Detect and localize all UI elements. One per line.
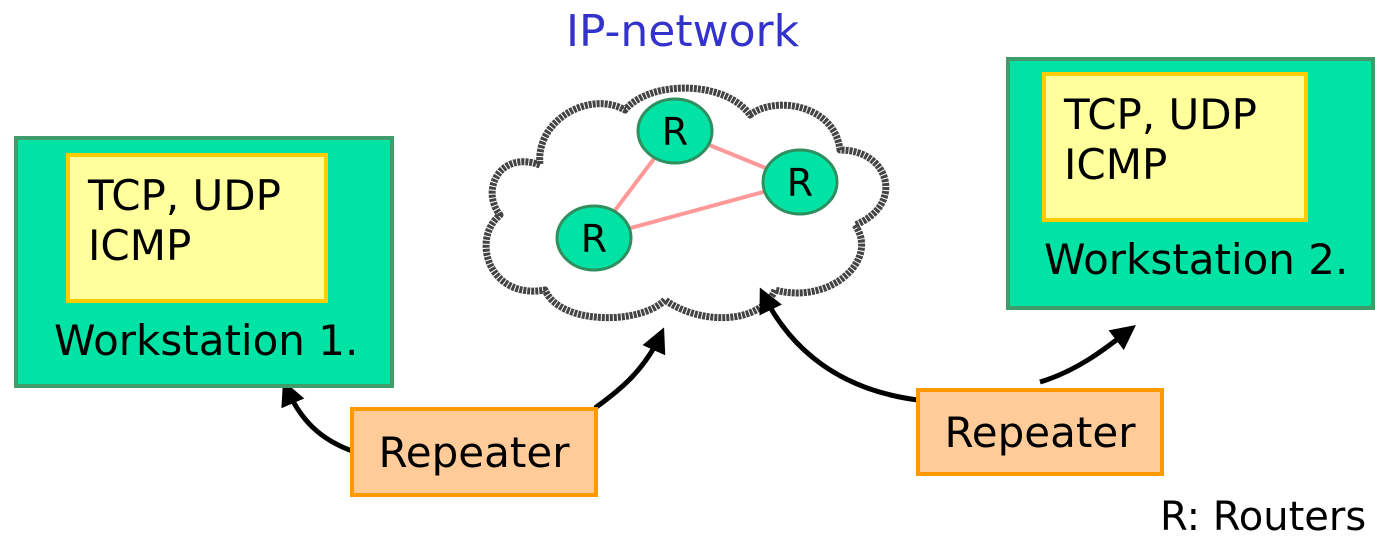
arrow-repeater1-to-workstation1 (281, 380, 356, 455)
repeater-2: Repeater (916, 388, 1164, 476)
protocol-box-1: TCP, UDP ICMP (66, 153, 328, 303)
workstation-1-label: Workstation 1. (54, 316, 359, 365)
protocol-line: TCP, UDP (88, 171, 281, 220)
protocol-line: TCP, UDP (1064, 90, 1257, 139)
network-title: IP-network (566, 6, 800, 57)
arrow-repeater2-to-network (759, 287, 919, 403)
router-label: R (787, 161, 813, 205)
protocol-line: ICMP (88, 221, 192, 270)
legend-routers: R: Routers (1160, 494, 1367, 540)
workstation-2: TCP, UDP ICMP Workstation 2. (1006, 57, 1375, 310)
workstation-1: TCP, UDP ICMP Workstation 1. (14, 136, 394, 388)
router: R (636, 97, 714, 165)
workstation-2-label: Workstation 2. (1044, 235, 1349, 284)
arrow-repeater2-to-workstation2 (1039, 324, 1136, 385)
router-label: R (662, 110, 688, 154)
network-diagram: R R R (281, 84, 1136, 455)
router-label: R (581, 217, 607, 261)
protocol-line: ICMP (1064, 140, 1168, 189)
repeater-1: Repeater (350, 407, 598, 497)
arrows (281, 287, 1136, 455)
router: R (761, 148, 839, 216)
router: R (555, 204, 633, 272)
arrow-repeater1-to-network (593, 327, 666, 411)
protocol-box-2: TCP, UDP ICMP (1042, 72, 1308, 222)
